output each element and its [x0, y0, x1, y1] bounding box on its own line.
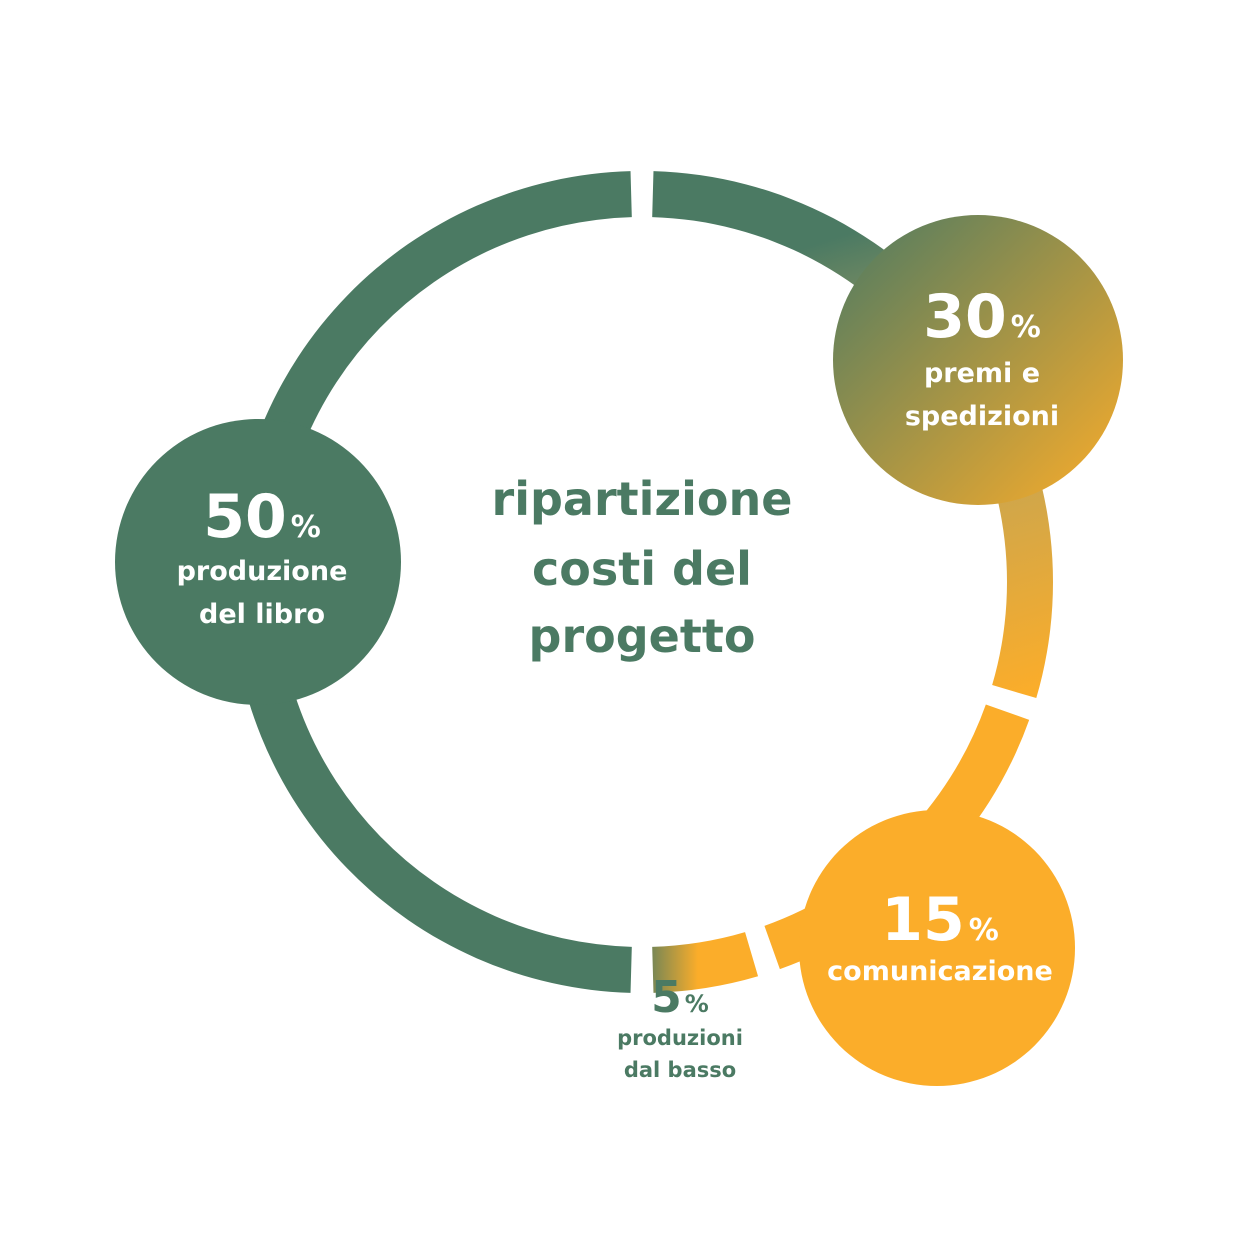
label-5-line-1: produzioni [617, 1026, 743, 1050]
label-5-line-2: dal basso [624, 1058, 736, 1082]
pct-value-5: 5% [651, 972, 709, 1023]
pct-value-50: 50% [203, 482, 321, 552]
center-title-line-1: ripartizione [492, 472, 793, 526]
label-50-line-2: del libro [199, 599, 325, 630]
bubble-circle-30 [833, 215, 1123, 505]
bubble-produzione-libro: 50% produzione del libro [115, 419, 401, 705]
label-50-line-1: produzione [177, 556, 348, 587]
center-title: ripartizione costi del progetto [492, 472, 793, 663]
center-title-line-2: costi del [532, 542, 752, 596]
pct-value-15: 15% [881, 885, 999, 955]
bubble-circle-15 [799, 810, 1075, 1086]
label-30-line-1: premi e [924, 358, 1040, 389]
label-produzioni-dal-basso: 5% produzioni dal basso [617, 972, 743, 1082]
pct-value-30: 30% [923, 282, 1041, 352]
ring-segment-produzione-libro [231, 171, 632, 993]
label-15-line-1: comunicazione [827, 956, 1053, 987]
bubble-circle-50 [115, 419, 401, 705]
ring-segment-premi [652, 171, 1053, 699]
label-30-line-2: spedizioni [905, 401, 1059, 432]
center-title-line-3: progetto [529, 609, 756, 663]
bubble-premi-spedizioni: 30% premi e spedizioni [833, 215, 1123, 505]
ring-segment-produzioni-dal-basso [652, 932, 759, 993]
bubble-comunicazione: 15% comunicazione [799, 810, 1075, 1086]
